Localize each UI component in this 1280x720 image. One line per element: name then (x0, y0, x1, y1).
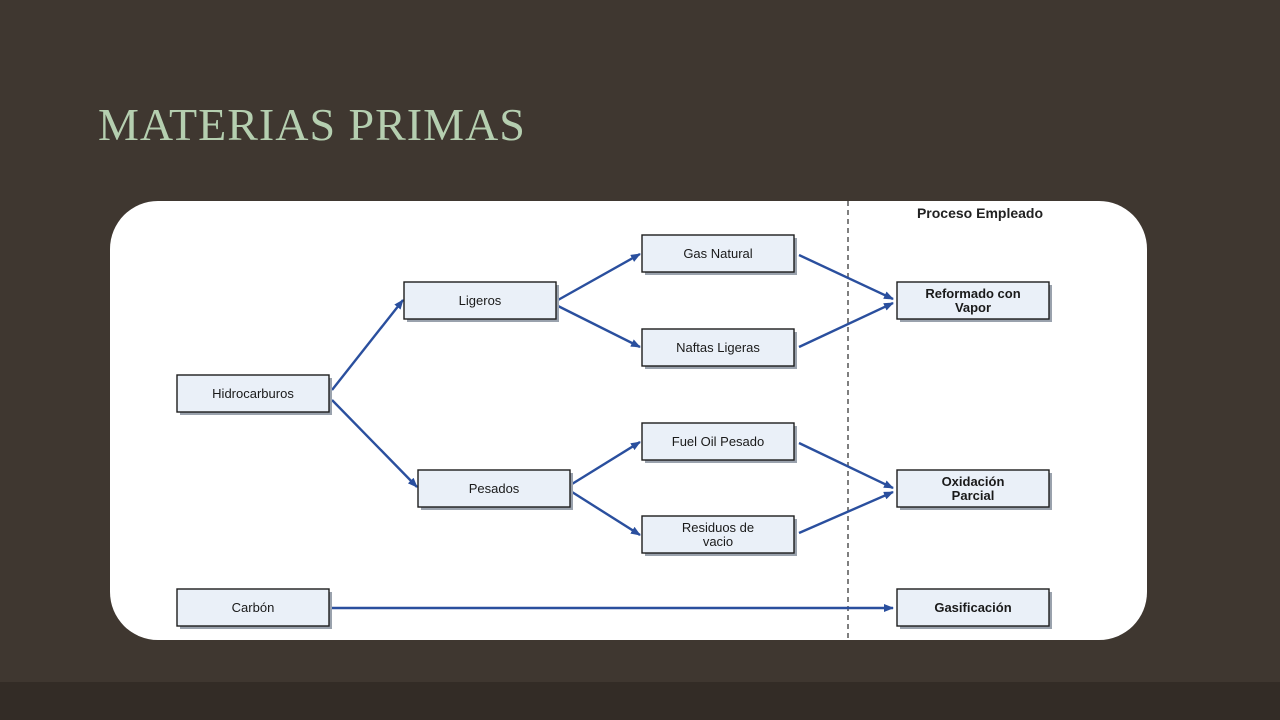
edge-pesados-fuel (571, 440, 641, 486)
diagram-panel: Proceso Empleado Hidrocarburos Carbón (110, 201, 1147, 640)
node-carbon: Carbón (176, 588, 332, 629)
svg-text:Reformado con: Reformado con (925, 286, 1020, 301)
svg-text:Naftas Ligeras: Naftas Ligeras (676, 340, 760, 355)
edge-pesados-residuos (571, 490, 641, 537)
svg-text:Fuel Oil Pesado: Fuel Oil Pesado (672, 434, 765, 449)
edge-naftas-reformado (798, 301, 894, 349)
node-gasificacion: Gasificación (896, 588, 1052, 629)
node-fuel-oil-pesado: Fuel Oil Pesado (641, 422, 797, 463)
slide-title: MATERIAS PRIMAS (98, 99, 526, 150)
svg-text:Gas Natural: Gas Natural (683, 246, 752, 261)
edge-gas-reformado (798, 253, 894, 301)
node-hidrocarburos: Hidrocarburos (176, 374, 332, 415)
svg-text:Oxidación: Oxidación (942, 474, 1005, 489)
edge-ligeros-naftas (557, 304, 641, 349)
svg-text:Carbón: Carbón (232, 600, 275, 615)
node-oxidacion-parcial: Oxidación Parcial (896, 469, 1052, 510)
svg-text:Hidrocarburos: Hidrocarburos (212, 386, 294, 401)
svg-text:Ligeros: Ligeros (459, 293, 502, 308)
svg-text:vacio: vacio (703, 534, 733, 549)
edge-residuos-oxidacion (798, 490, 894, 535)
edges (331, 252, 894, 612)
edge-ligeros-gas (557, 252, 641, 302)
node-residuos-vacio: Residuos de vacio (641, 515, 797, 556)
svg-text:Parcial: Parcial (952, 488, 995, 503)
footer-band (0, 682, 1280, 720)
svg-text:Gasificación: Gasificación (934, 600, 1011, 615)
node-gas-natural: Gas Natural (641, 234, 797, 275)
node-naftas-ligeras: Naftas Ligeras (641, 328, 797, 369)
edge-hidrocarburos-pesados (331, 399, 418, 488)
flow-diagram: Proceso Empleado Hidrocarburos Carbón (176, 201, 1052, 640)
svg-text:Residuos de: Residuos de (682, 520, 754, 535)
edge-fuel-oxidacion (798, 441, 894, 490)
edge-hidrocarburos-ligeros (331, 299, 404, 391)
process-header: Proceso Empleado (917, 205, 1043, 221)
svg-text:Pesados: Pesados (469, 481, 520, 496)
svg-text:Vapor: Vapor (955, 300, 991, 315)
node-pesados: Pesados (417, 469, 573, 510)
node-ligeros: Ligeros (403, 281, 559, 322)
node-reformado-vapor: Reformado con Vapor (896, 281, 1052, 322)
